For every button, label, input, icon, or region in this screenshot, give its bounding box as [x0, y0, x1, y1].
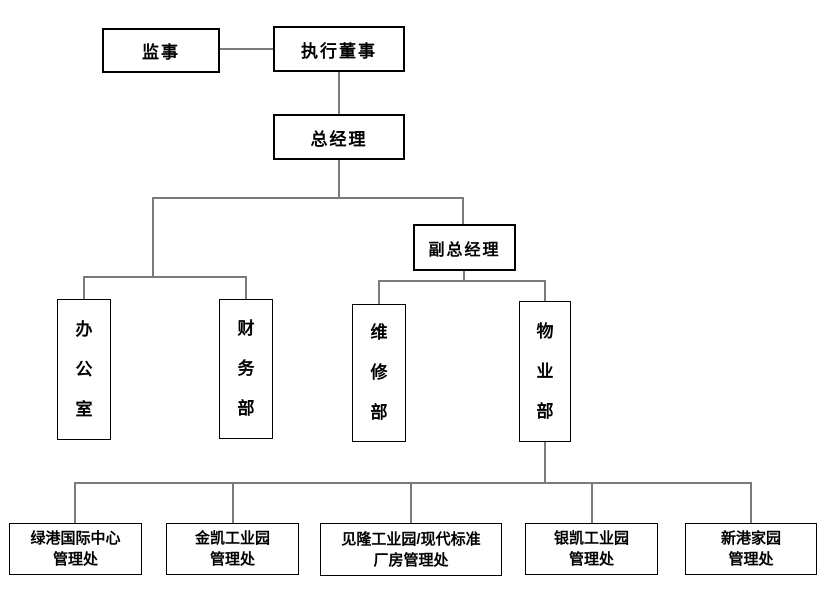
- node-property-dept: 物业部: [519, 301, 571, 442]
- node-branch-yinkai: 银凯工业园 管理处: [525, 523, 658, 575]
- node-branch-yinkai-line1: 银凯工业园: [553, 530, 629, 547]
- node-branch-xingang: 新港家园 管理处: [685, 523, 817, 575]
- node-general-manager: 总经理: [273, 114, 405, 160]
- node-branch-jinkai-line1: 金凯工业园: [194, 530, 270, 547]
- node-branch-xingang-line2: 管理处: [728, 551, 774, 568]
- node-branch-jianlong: 见隆工业园/现代标准 厂房管理处: [320, 523, 502, 576]
- node-deputy-general-manager: 副总经理: [413, 224, 516, 271]
- node-supervisor: 监事: [102, 28, 220, 73]
- node-branch-lvgang-line2: 管理处: [52, 551, 98, 568]
- node-deputy-general-manager-label: 副总经理: [428, 241, 501, 259]
- node-branch-jianlong-line1: 见隆工业园/现代标准: [341, 530, 481, 548]
- node-property-dept-label: 物业部: [536, 321, 554, 421]
- node-branch-lvgang-line1: 绿港国际中心: [30, 530, 121, 547]
- node-office-dept-label: 办公室: [75, 319, 93, 419]
- node-maintenance-dept: 维修部: [352, 304, 406, 442]
- node-finance-dept: 财务部: [219, 299, 273, 439]
- node-general-manager-label: 总经理: [310, 129, 368, 149]
- node-branch-lvgang: 绿港国际中心 管理处: [9, 523, 142, 575]
- node-supervisor-label: 监事: [142, 43, 180, 62]
- node-executive-director-label: 执行董事: [301, 41, 377, 61]
- node-executive-director: 执行董事: [273, 26, 405, 72]
- node-finance-dept-label: 财务部: [237, 319, 255, 418]
- node-branch-jinkai: 金凯工业园 管理处: [166, 523, 299, 575]
- node-branch-yinkai-line2: 管理处: [568, 551, 614, 568]
- node-branch-jinkai-line2: 管理处: [209, 551, 255, 568]
- node-branch-xingang-line1: 新港家园: [720, 530, 781, 547]
- node-office-dept: 办公室: [57, 299, 111, 440]
- node-maintenance-dept-label: 维修部: [370, 323, 388, 422]
- node-branch-jianlong-line2: 厂房管理处: [373, 551, 449, 569]
